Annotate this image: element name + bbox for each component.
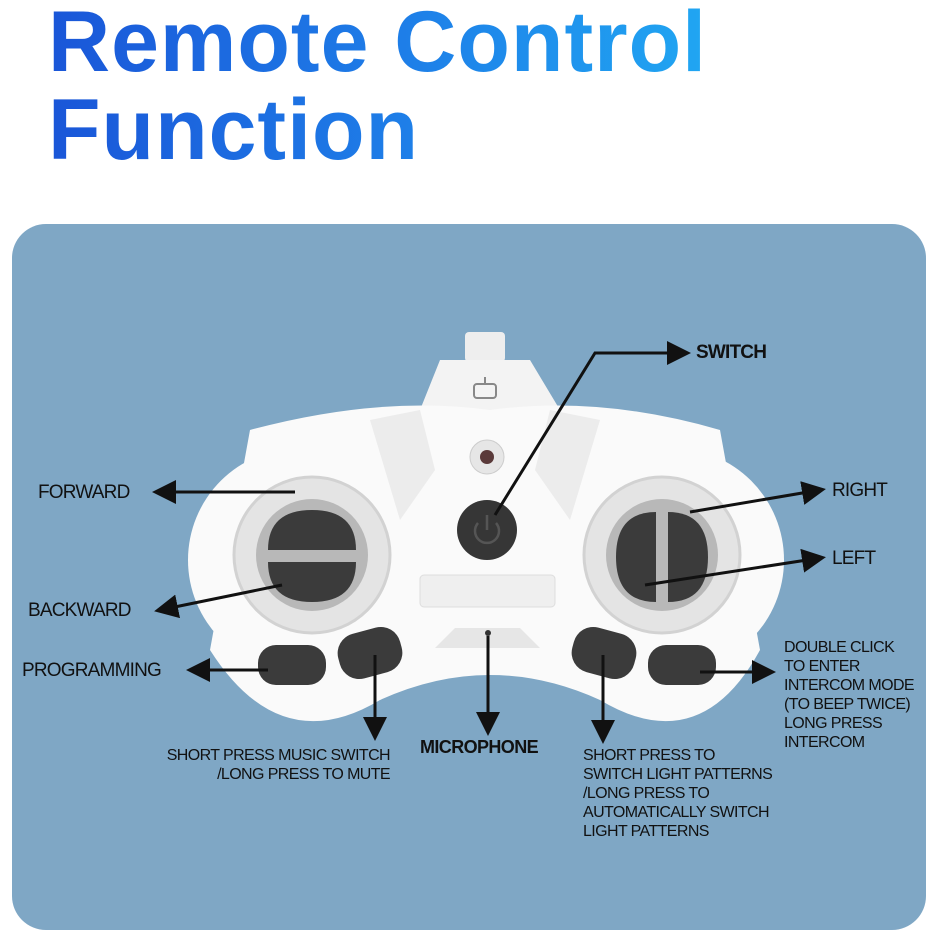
label-switch: SWITCH [696, 342, 767, 363]
light-button[interactable] [567, 623, 641, 684]
music-button[interactable] [333, 623, 407, 684]
label-microphone: MICROPHONE [420, 737, 539, 757]
antenna [465, 332, 505, 362]
label-programming: PROGRAMMING [22, 660, 162, 681]
label-music: SHORT PRESS MUSIC SWITCH/LONG PRESS TO M… [166, 747, 391, 783]
label-forward: FORWARD [38, 482, 130, 503]
power-icon [473, 522, 501, 545]
backward-button[interactable] [268, 562, 356, 602]
robot-logo-icon [473, 377, 497, 399]
display-window [419, 574, 556, 608]
callout-arrows [152, 341, 826, 744]
label-left: LEFT [832, 548, 876, 569]
label-right: RIGHT [832, 480, 888, 501]
intercom-button[interactable] [648, 645, 716, 685]
label-backward: BACKWARD [28, 600, 131, 621]
programming-button[interactable] [258, 645, 326, 685]
left-button[interactable] [616, 512, 656, 602]
forward-button[interactable] [268, 510, 356, 550]
